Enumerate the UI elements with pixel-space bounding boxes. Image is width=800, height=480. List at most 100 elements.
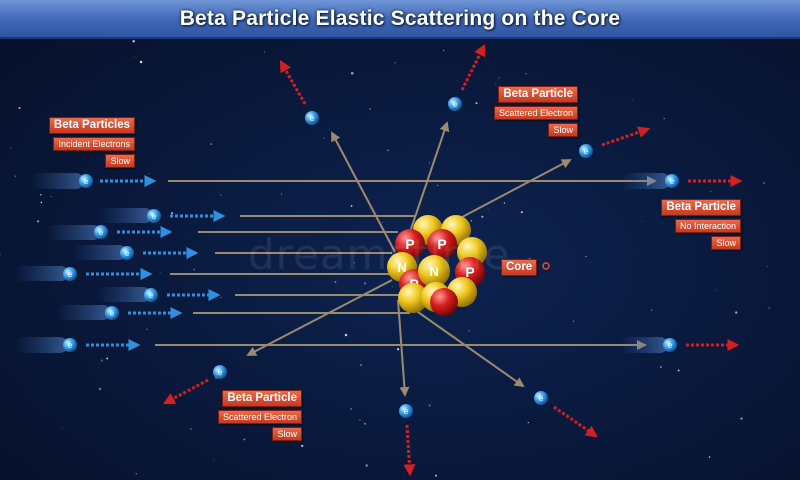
star [106,357,109,360]
electron-no-interaction: e [663,338,677,352]
star [98,387,102,391]
electron-scattered: e [534,391,548,405]
label-no-interaction: Beta Particle No Interaction Slow [661,199,741,253]
star [280,193,282,195]
star [768,307,770,309]
star [663,117,665,120]
particle-paths [155,121,657,397]
star [139,60,143,64]
star [767,265,769,267]
label-title: Beta Particle [661,199,741,216]
svg-text:e: e [404,407,409,416]
electron-incident: e [94,225,108,239]
star [350,71,354,75]
star [487,208,489,210]
star [40,194,42,196]
star [677,369,680,372]
star [527,421,529,424]
star [709,190,712,193]
star [369,108,372,110]
star [18,106,21,110]
electron-incident: e [105,306,119,320]
electron-scattered: e [579,144,593,158]
neutron [398,283,428,313]
star [495,83,497,85]
star [350,205,353,207]
star [50,195,52,198]
star [428,162,431,164]
proton [430,288,458,316]
label-line: Scattered Electron [217,410,302,424]
star [650,309,653,312]
nucleus-core: P P N P P N N [387,215,487,316]
star-field [0,40,770,477]
star [475,102,478,105]
label-incident-electrons: Beta Particles Incident Electrons Slow [48,117,135,171]
incoming-arrows [86,175,226,351]
star [171,212,174,215]
star [334,281,337,284]
star [396,348,400,351]
star [193,268,196,271]
star [159,271,161,273]
label-title: Beta Particles [48,117,135,134]
star [387,149,389,152]
star [364,422,366,425]
star [264,51,265,53]
star [14,175,17,178]
star [148,173,150,175]
electron-incident: e [63,267,77,281]
scattering-diagram: e e e e e e e e e e e e e e e e P P N P … [0,40,770,477]
label-line: Slow [548,123,578,137]
label-title: Beta Particle [222,390,302,407]
star [363,282,367,285]
svg-text:e: e [668,341,673,350]
star [428,404,431,407]
svg-text:e: e [125,249,130,258]
outgoing-arrows [162,43,743,477]
motion-trails [14,173,670,353]
star [243,438,246,441]
star [468,329,470,332]
star [735,311,738,314]
label-line: Scattered Electron [493,106,578,120]
star [381,222,383,223]
svg-text:e: e [149,291,154,300]
star [61,427,63,429]
label-title: Beta Particle [498,86,578,103]
star [0,253,1,256]
star [585,255,587,258]
svg-text:e: e [539,394,544,403]
star [481,215,484,218]
star [350,408,352,410]
label-line: Slow [711,236,741,250]
svg-text:e: e [110,309,115,318]
core-marker-dot [542,262,550,270]
star [220,297,222,299]
star [323,137,325,139]
svg-text:e: e [84,177,89,186]
proton: P [395,229,425,259]
star [470,220,473,222]
star [359,419,361,421]
path-scattered [407,304,525,388]
star [212,460,214,462]
page-title: Beta Particle Elastic Scattering on the … [179,7,621,30]
proton: P [427,229,457,259]
label-scattered-top: Beta Particle Scattered Electron Slow [493,86,578,140]
star [135,472,138,475]
electron-incident: e [147,209,161,223]
star [525,72,527,75]
star [10,147,12,149]
star [631,99,633,101]
star [740,417,743,420]
star [210,143,213,146]
star [498,77,500,79]
svg-text:e: e [99,228,104,237]
svg-text:P: P [437,236,446,252]
star [190,428,192,430]
star [442,49,445,52]
electron-incident: e [63,338,77,352]
star [354,262,356,264]
star [714,289,716,291]
